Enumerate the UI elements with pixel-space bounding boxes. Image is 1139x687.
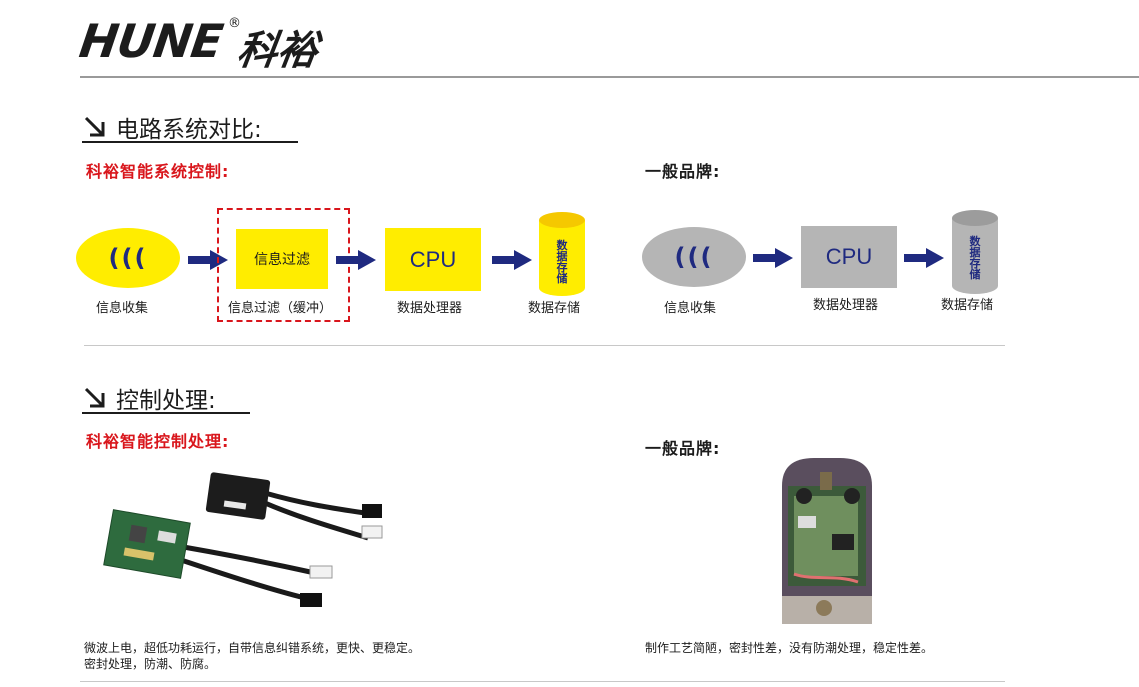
- brand-chinese: 科裕: [234, 28, 321, 74]
- header-divider: [80, 76, 1139, 78]
- section-circuit-underline: [82, 141, 298, 143]
- section-circuit-title: 电路系统对比:: [82, 110, 262, 144]
- storage-caption-generic: 数据存储: [941, 298, 994, 313]
- arrow-down-right-icon: [84, 387, 105, 408]
- section-control-title: 控制处理:: [82, 381, 216, 415]
- signal-wave-icon: (((: [108, 244, 148, 272]
- storage-label-generic: 数据存储: [969, 235, 981, 281]
- section-divider: [84, 345, 1005, 346]
- generic-control-label: 一般品牌:: [645, 439, 721, 458]
- filter-box-label: 信息过滤: [254, 252, 310, 268]
- hune-desc-line-1: 微波上电，超低功耗运行，自带信息纠错系统，更快、更稳定。: [84, 641, 421, 655]
- collect-ellipse: (((: [76, 228, 180, 288]
- generic-control-description: 制作工艺简陋，密封性差，没有防潮处理，稳定性差。: [645, 641, 934, 655]
- arrow-down-right-icon: [84, 116, 105, 137]
- storage-cylinder-icon-generic: [952, 210, 998, 294]
- storage-label: 数据存储: [556, 239, 568, 285]
- section-control-title-text: 控制处理:: [116, 388, 216, 414]
- brand-logo: HUNE ® 科裕: [76, 12, 340, 74]
- hune-module-photo: [103, 472, 383, 607]
- section-control-underline: [82, 412, 250, 414]
- hune-control-description: 微波上电，超低功耗运行，自带信息纠错系统，更快、更稳定。 密封处理，防潮、防腐。: [84, 640, 420, 672]
- hune-desc-line-2: 密封处理，防潮、防腐。: [84, 657, 217, 671]
- flow-arrow-icon: [336, 250, 376, 270]
- collect-caption: 信息收集: [96, 301, 149, 316]
- signal-wave-icon: (((: [674, 243, 714, 271]
- cpu-box-label-generic: CPU: [825, 244, 873, 269]
- cpu-caption-generic: 数据处理器: [813, 298, 879, 313]
- brand-latin: HUNE: [76, 14, 226, 68]
- generic-brand-label: 一般品牌:: [645, 162, 721, 181]
- cpu-box-generic: CPU: [801, 226, 897, 288]
- generic-board-photo: [782, 458, 872, 624]
- registered-mark: ®: [228, 16, 241, 31]
- storage-cylinder-icon: [539, 212, 585, 296]
- flow-arrow-icon: [904, 248, 944, 268]
- storage-caption: 数据存储: [528, 301, 581, 316]
- flow-arrow-icon: [188, 250, 228, 270]
- cpu-caption: 数据处理器: [397, 301, 463, 316]
- hune-system-label: 科裕智能系统控制:: [86, 162, 230, 181]
- collect-ellipse-generic: (((: [642, 227, 746, 287]
- flow-arrow-icon: [492, 250, 532, 270]
- filter-highlight-frame: [217, 208, 350, 322]
- collect-caption-generic: 信息收集: [664, 301, 717, 316]
- cpu-box: CPU: [385, 228, 481, 291]
- footer-divider: [80, 681, 1005, 682]
- filter-box: 信息过滤: [236, 229, 328, 289]
- flow-arrow-icon: [753, 248, 793, 268]
- filter-caption: 信息过滤（缓冲）: [228, 301, 333, 316]
- hune-control-label: 科裕智能控制处理:: [86, 432, 230, 451]
- section-circuit-title-text: 电路系统对比:: [116, 117, 262, 143]
- cpu-box-label: CPU: [409, 246, 457, 272]
